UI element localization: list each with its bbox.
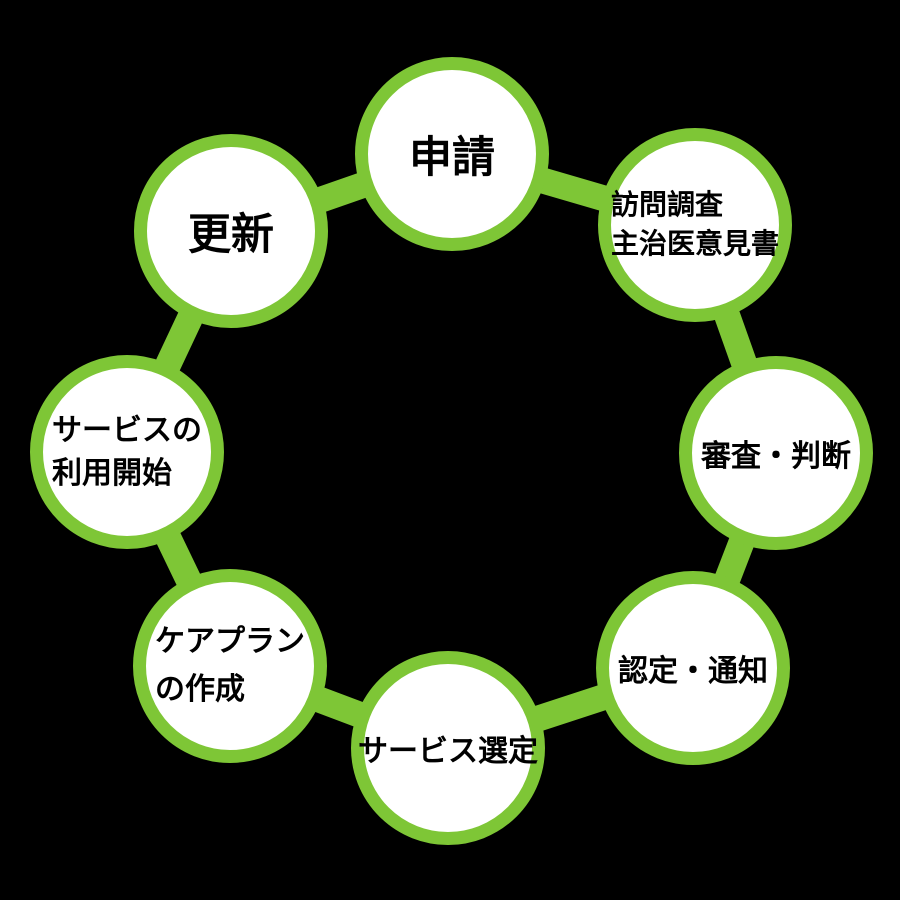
- node-care-plan-creation: ケアプラン の作成: [133, 569, 327, 763]
- label-line: 申請: [409, 133, 495, 183]
- node-visit-survey-label: 訪問調査 主治医意見書: [611, 186, 779, 263]
- node-review-judgment: 審査・判断: [679, 356, 873, 550]
- node-renewal-label: 更新: [188, 200, 274, 262]
- node-certification-notice-label: 認定・通知: [618, 646, 768, 690]
- label-line: 主治医意見書: [611, 227, 780, 260]
- label-line: 更新: [188, 210, 274, 260]
- label-line: サービス選定: [358, 734, 538, 769]
- node-service-start: サービスの 利用開始: [30, 355, 224, 549]
- node-service-start-label: サービスの 利用開始: [52, 409, 202, 496]
- node-certification-notice: 認定・通知: [596, 571, 790, 765]
- node-renewal: 更新: [134, 134, 328, 328]
- label-line: 訪問調査: [611, 188, 724, 222]
- node-application-label: 申請: [409, 123, 495, 185]
- node-visit-survey: 訪問調査 主治医意見書: [598, 128, 792, 322]
- node-service-selection-label: サービス選定: [358, 726, 538, 770]
- label-line: サービスの: [52, 412, 202, 448]
- label-line: の作成: [155, 672, 245, 707]
- label-line: 利用開始: [52, 456, 172, 491]
- node-care-plan-creation-label: ケアプラン の作成: [155, 618, 305, 714]
- label-line: 認定・通知: [618, 654, 768, 689]
- node-review-judgment-label: 審査・判断: [701, 431, 851, 475]
- node-application: 申請: [355, 57, 549, 251]
- label-line: 審査・判断: [701, 439, 851, 474]
- label-line: ケアプラン: [155, 624, 305, 659]
- node-service-selection: サービス選定: [351, 651, 545, 845]
